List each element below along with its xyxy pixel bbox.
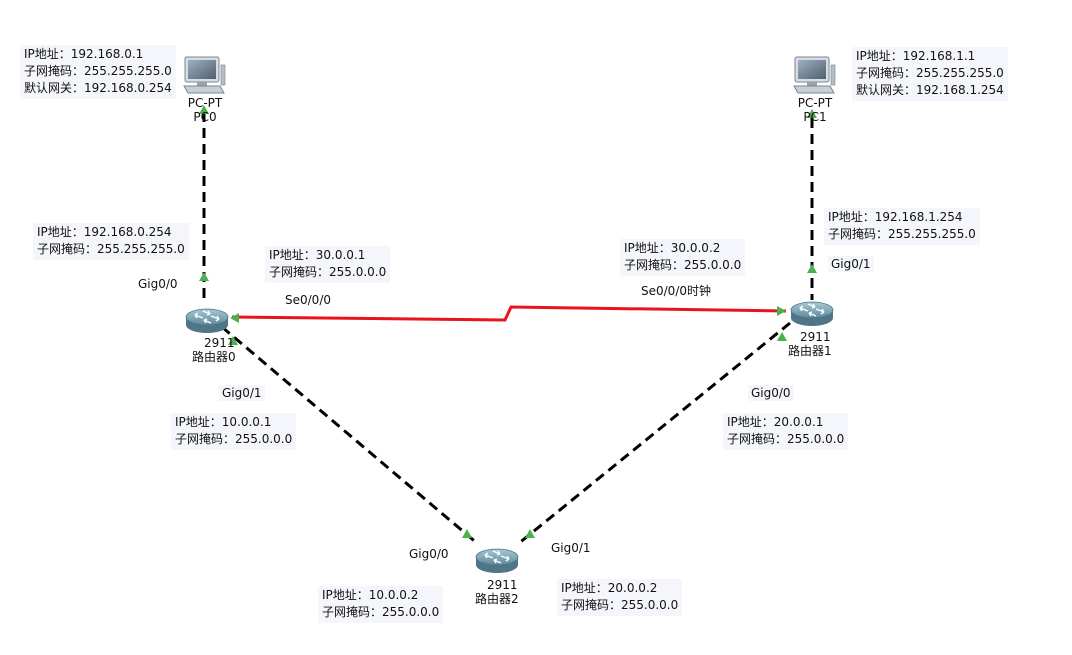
note-line: 子网掩码：255.0.0.0 (269, 265, 387, 279)
note-pc1[interactable]: IP地址：192.168.1.1 子网掩码：255.255.255.0 默认网关… (852, 47, 1008, 101)
pc0-label[interactable]: PC-PT PC0 (183, 96, 227, 124)
port-indicator-r1-gig00 (777, 332, 787, 341)
router2-label[interactable]: 2911 路由器2 (475, 578, 547, 606)
note-line: IP地址：20.0.0.2 (561, 581, 658, 595)
note-line: IP地址：192.168.0.254 (37, 225, 172, 239)
port-indicator-r1-gig01 (807, 264, 817, 273)
device-name: 路由器2 (475, 592, 519, 606)
port-label-r0-gig01: Gig0/1 (219, 385, 265, 401)
port-label-r2-gig00: Gig0/0 (409, 547, 449, 561)
note-r0-gig00[interactable]: IP地址：192.168.0.254 子网掩码：255.255.255.0 (33, 223, 189, 260)
device-name: PC0 (193, 110, 217, 124)
note-line: 默认网关：192.168.0.254 (24, 81, 172, 95)
note-line: 子网掩码：255.0.0.0 (322, 605, 440, 619)
pc1-label[interactable]: PC-PT PC1 (793, 96, 837, 124)
router-icon[interactable] (185, 308, 229, 334)
note-r1-se000[interactable]: IP地址：30.0.0.2 子网掩码：255.0.0.0 (620, 239, 746, 276)
note-pc0[interactable]: IP地址：192.168.0.1 子网掩码：255.255.255.0 默认网关… (20, 45, 176, 99)
port-indicator-r0-gig00 (199, 272, 209, 281)
port-label-r1-gig00: Gig0/0 (748, 385, 794, 401)
note-line: 子网掩码：255.255.255.0 (37, 242, 185, 256)
device-model: 2911 (487, 578, 518, 592)
device-model: PC-PT (187, 96, 223, 110)
port-indicator-pc0 (199, 105, 209, 114)
note-line: IP地址：20.0.0.1 (727, 415, 824, 429)
note-line: IP地址：192.168.1.1 (856, 49, 976, 63)
port-indicator-pc1 (807, 109, 817, 118)
pc-icon[interactable] (183, 56, 226, 94)
note-line: 子网掩码：255.0.0.0 (727, 432, 845, 446)
link-r0-r1-serial[interactable] (231, 305, 787, 322)
note-line: 默认网关：192.168.1.254 (856, 83, 1004, 97)
note-r2-gig01[interactable]: IP地址：20.0.0.2 子网掩码：255.0.0.0 (557, 579, 683, 616)
router0-label[interactable]: 2911 路由器0 (192, 336, 264, 364)
note-line: 子网掩码：255.255.255.0 (856, 66, 1004, 80)
note-r1-gig00[interactable]: IP地址：20.0.0.1 子网掩码：255.0.0.0 (723, 413, 849, 450)
device-model: PC-PT (797, 96, 833, 110)
port-indicator-r1-se000 (777, 306, 786, 316)
port-indicator-r0-se000 (230, 313, 239, 323)
link-r0-r2[interactable] (221, 325, 479, 546)
device-model: 2911 (204, 336, 235, 350)
device-name: 路由器1 (788, 344, 832, 358)
router-icon[interactable] (790, 301, 834, 327)
note-r0-gig01[interactable]: IP地址：10.0.0.1 子网掩码：255.0.0.0 (171, 413, 297, 450)
port-indicator-r0-gig01 (228, 336, 238, 345)
router-icon[interactable] (475, 548, 519, 574)
note-line: IP地址：192.168.0.1 (24, 47, 144, 61)
port-label-r0-se000: Se0/0/0 (285, 293, 331, 307)
port-label-r1-se000: Se0/0/0时钟 (641, 284, 711, 298)
port-label-r0-gig00: Gig0/0 (138, 277, 178, 291)
note-line: 子网掩码：255.0.0.0 (175, 432, 293, 446)
port-label-r2-gig01: Gig0/1 (551, 541, 591, 555)
note-line: IP地址：10.0.0.2 (322, 588, 419, 602)
note-r2-gig00[interactable]: IP地址：10.0.0.2 子网掩码：255.0.0.0 (318, 586, 444, 623)
note-line: 子网掩码：255.0.0.0 (624, 258, 742, 272)
port-indicator-r2-gig01 (525, 529, 535, 538)
note-line: IP地址：192.168.1.254 (828, 210, 963, 224)
pc-icon[interactable] (793, 56, 836, 94)
note-line: IP地址：10.0.0.1 (175, 415, 272, 429)
port-indicator-r2-gig00 (462, 529, 472, 538)
note-r1-gig01[interactable]: IP地址：192.168.1.254 子网掩码：255.255.255.0 (824, 208, 980, 245)
device-name: PC1 (803, 110, 827, 124)
note-line: IP地址：30.0.0.2 (624, 241, 721, 255)
note-line: IP地址：30.0.0.1 (269, 248, 366, 262)
link-r1-r2[interactable] (517, 321, 791, 546)
router1-label[interactable]: 2911 路由器1 (788, 330, 860, 358)
note-line: 子网掩码：255.0.0.0 (561, 598, 679, 612)
note-r0-se000[interactable]: IP地址：30.0.0.1 子网掩码：255.0.0.0 (265, 246, 391, 283)
device-model: 2911 (800, 330, 831, 344)
port-label-r1-gig01: Gig0/1 (828, 256, 874, 272)
note-line: 子网掩码：255.255.255.0 (24, 64, 172, 78)
note-line: 子网掩码：255.255.255.0 (828, 227, 976, 241)
device-name: 路由器0 (192, 350, 236, 364)
